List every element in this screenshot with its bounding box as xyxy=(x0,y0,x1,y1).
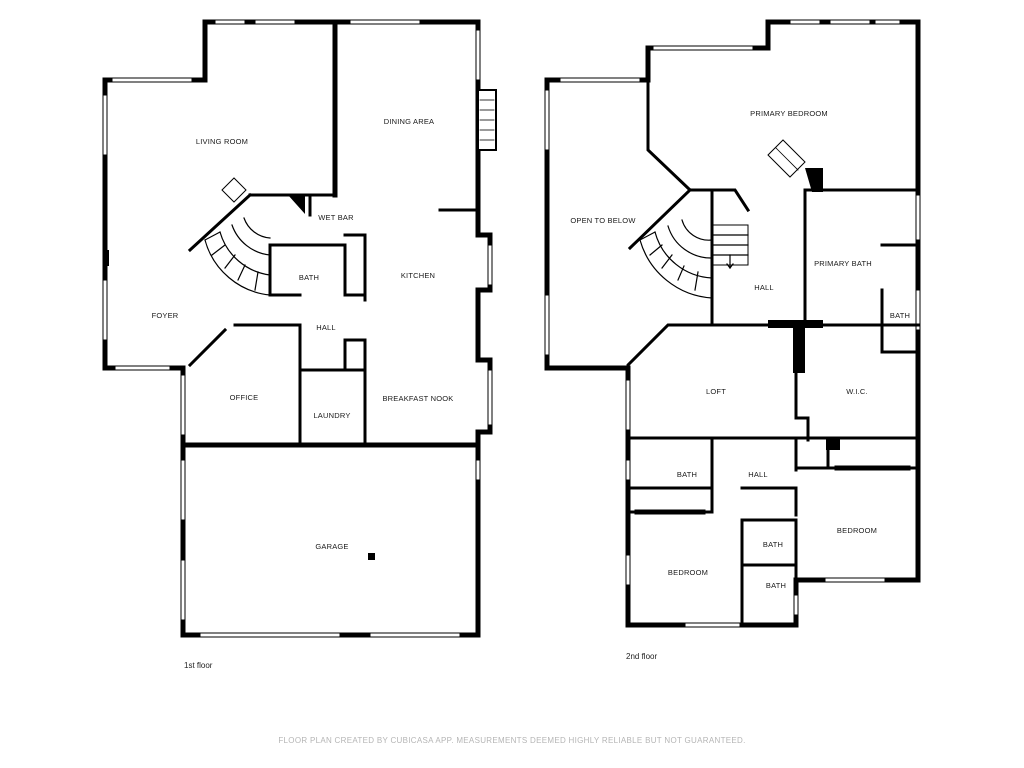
room-label-hall-upper: HALL xyxy=(754,283,774,292)
staircase-1f xyxy=(187,177,271,296)
footer-disclaimer: FLOOR PLAN CREATED BY CUBICASA APP. MEAS… xyxy=(278,736,746,745)
room-label-bedroom-right: BEDROOM xyxy=(837,526,877,535)
room-label-living-room: LIVING ROOM xyxy=(196,137,248,146)
room-label-foyer: FOYER xyxy=(152,311,179,320)
fixtures-1f xyxy=(103,89,497,560)
floor-label-1st: 1st floor xyxy=(184,661,213,670)
room-label-office: OFFICE xyxy=(230,393,259,402)
room-label-loft: LOFT xyxy=(706,387,726,396)
room-label-bath: BATH xyxy=(299,273,319,282)
room-label-dining-area: DINING AREA xyxy=(384,117,435,126)
staircase-2f xyxy=(627,139,806,299)
room-label-primary-bath: PRIMARY BATH xyxy=(814,259,872,268)
exterior-walls-1f xyxy=(102,19,493,638)
interior-walls-1f xyxy=(187,193,480,447)
windows-1f xyxy=(102,19,493,638)
room-label-kitchen: KITCHEN xyxy=(401,271,435,280)
fixtures-2f xyxy=(768,168,840,450)
room-label-breakfast-nook: BREAKFAST NOOK xyxy=(382,394,453,403)
room-labels-2f: PRIMARY BEDROOM OPEN TO BELOW PRIMARY BA… xyxy=(570,109,910,661)
room-label-garage: GARAGE xyxy=(315,542,348,551)
first-floor xyxy=(102,19,497,638)
floor-label-2nd: 2nd floor xyxy=(626,652,657,661)
room-labels-1f: LIVING ROOM DINING AREA WET BAR BATH KIT… xyxy=(152,117,454,670)
room-label-open-to-below: OPEN TO BELOW xyxy=(570,216,636,225)
room-label-bath-small: BATH xyxy=(890,311,910,320)
room-label-wic: W.I.C. xyxy=(846,387,868,396)
room-label-wet-bar: WET BAR xyxy=(318,213,354,222)
room-label-primary-bedroom: PRIMARY BEDROOM xyxy=(750,109,828,118)
room-label-bedroom-left: BEDROOM xyxy=(668,568,708,577)
room-label-hall-lower: HALL xyxy=(748,470,768,479)
room-label-bath-b: BATH xyxy=(766,581,786,590)
room-label-hall: HALL xyxy=(316,323,336,332)
room-label-bath-mid: BATH xyxy=(677,470,697,479)
room-label-laundry: LAUNDRY xyxy=(313,411,350,420)
interior-walls-2f xyxy=(545,78,920,627)
second-floor xyxy=(544,19,921,628)
room-label-bath-a: BATH xyxy=(763,540,783,549)
